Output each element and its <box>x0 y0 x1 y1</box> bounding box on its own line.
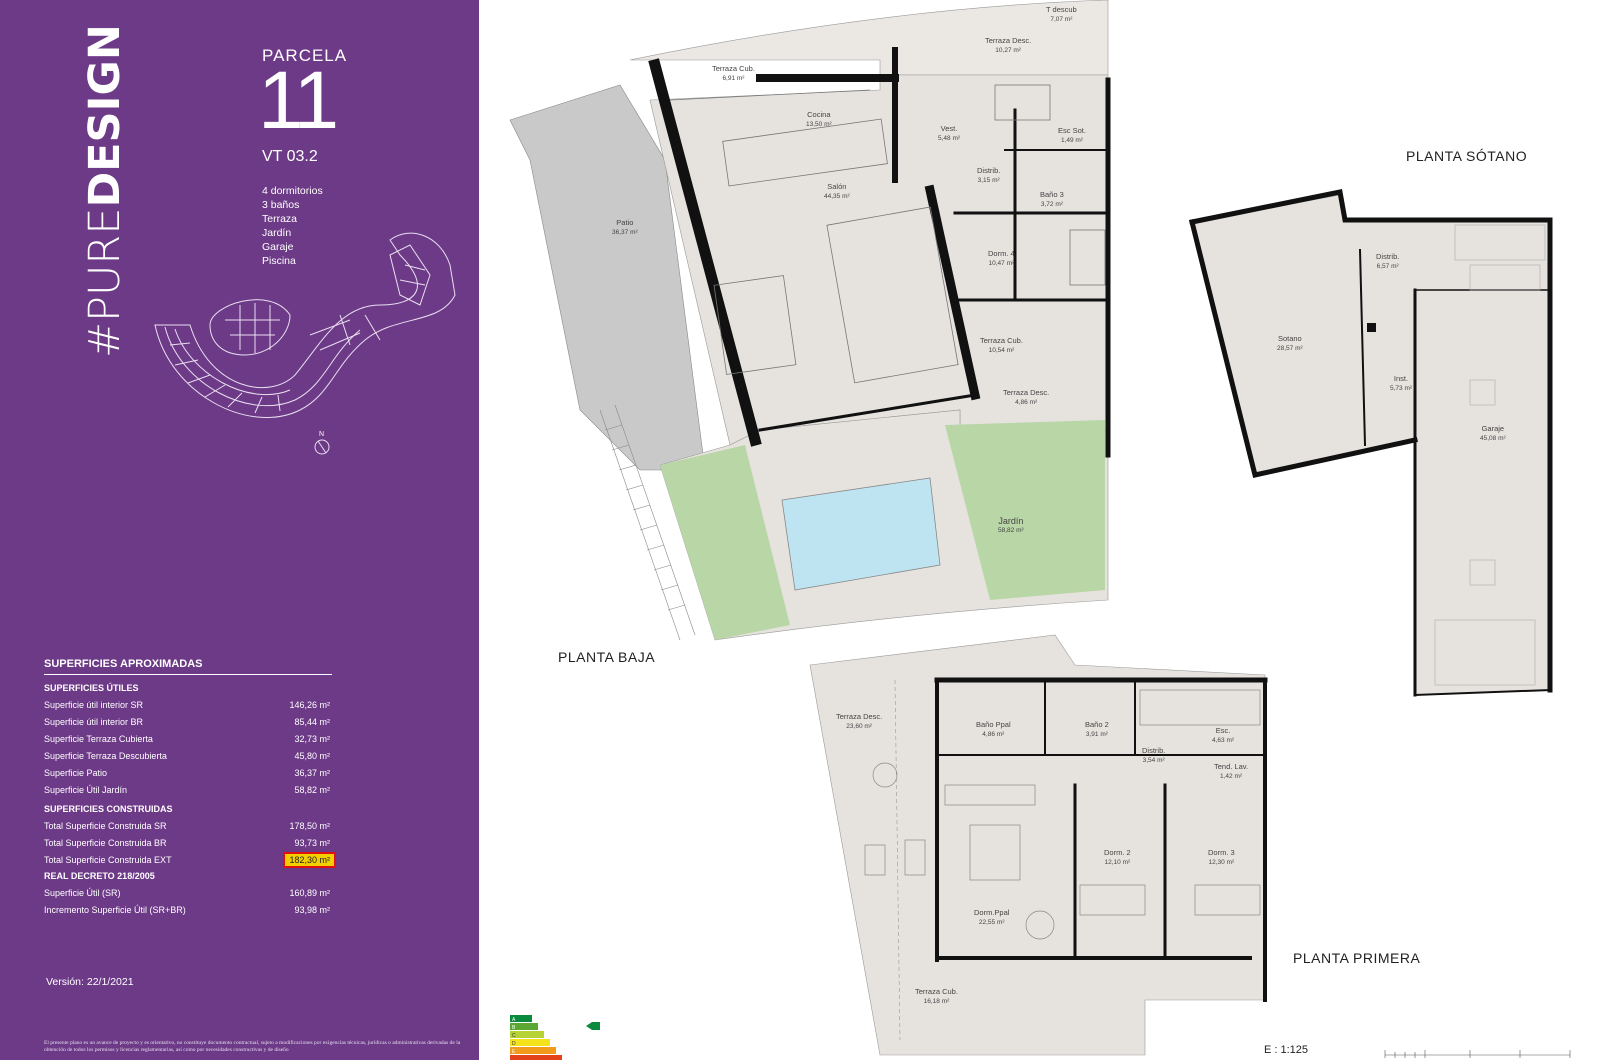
feature-item: Jardín <box>262 227 292 239</box>
plan-label-sotano: PLANTA SÓTANO <box>1406 148 1528 164</box>
room-label: Inst.5,73 m² <box>1390 374 1413 392</box>
plan-baja <box>509 0 1111 641</box>
room-label: Terraza Cub.6,91 m² <box>712 64 755 82</box>
scale-bar <box>1384 1050 1571 1058</box>
room-label: Terraza Desc.23,60 m² <box>836 712 883 730</box>
version-text: Versión: 22/1/2021 <box>46 976 134 988</box>
room-label: Distrib.3,54 m² <box>1142 746 1166 764</box>
info-panel: #PUREDESIGN PARCELA 11 VT 03.2 4 dormito… <box>0 0 479 1060</box>
room-label: Distrib.6,57 m² <box>1376 252 1400 270</box>
table-row: Incremento Superficie Útil (SR+BR)93,98 … <box>44 904 330 915</box>
unit-code: VT 03.2 <box>262 148 318 165</box>
section-heading: SUPERFICIES ÚTILES <box>44 683 139 693</box>
scale-label: E : 1:125 <box>1264 1044 1309 1056</box>
room-label: Vest.5,48 m² <box>938 124 961 142</box>
feature-item: 3 baños <box>262 199 300 211</box>
svg-text:B: B <box>512 1025 516 1031</box>
table-row: Superficie Útil (SR)160,89 m² <box>44 887 330 898</box>
feature-item: Garaje <box>262 241 294 253</box>
disclaimer: El presente plano es un avance de proyec… <box>44 1040 461 1053</box>
parcela-number: 11 <box>258 55 339 146</box>
feature-item: Piscina <box>262 255 296 267</box>
energy-rating-graphic: A B C D E <box>510 1015 600 1060</box>
compass-label: N <box>319 431 324 438</box>
section-heading: REAL DECRETO 218/2005 <box>44 871 155 881</box>
room-label: Terraza Desc.10,27 m² <box>985 36 1032 54</box>
highlighted-value: 182,30 m² <box>283 851 336 868</box>
svg-text:A: A <box>512 1017 516 1023</box>
surfaces-table: SUPERFICIES APROXIMADAS SUPERFICIES ÚTIL… <box>44 658 336 918</box>
plan-primera <box>809 634 1268 1056</box>
room-label: Terraza Desc.4,86 m² <box>1003 388 1050 406</box>
room-label: Terraza Cub.16,18 m² <box>915 987 958 1005</box>
room-label: Esc.4,63 m² <box>1212 726 1235 744</box>
floor-plans: A B C D E <box>509 0 1571 1060</box>
room-label: Distrib.3,15 m² <box>977 166 1001 184</box>
svg-text:C: C <box>512 1033 516 1039</box>
feature-item: Terraza <box>262 213 298 225</box>
table-title: SUPERFICIES APROXIMADAS <box>44 658 332 675</box>
room-label: Tend. Lav.1,42 m² <box>1214 762 1249 780</box>
svg-text:E: E <box>512 1049 516 1055</box>
plan-label-baja: PLANTA BAJA <box>558 649 656 665</box>
features-list: 4 dormitorios 3 baños Terraza Jardín Gar… <box>262 184 323 268</box>
room-label: Terraza Cub.10,54 m² <box>980 336 1023 354</box>
svg-text:D: D <box>512 1041 516 1047</box>
plan-sotano <box>1188 189 1553 697</box>
plan-label-primera: PLANTA PRIMERA <box>1293 950 1421 966</box>
parcela-label: PARCELA <box>262 46 348 65</box>
room-label: Esc Sot.1,49 m² <box>1058 126 1086 144</box>
section-heading: SUPERFICIES CONSTRUIDAS <box>44 804 173 814</box>
location-map: N <box>154 232 456 455</box>
brand-logo: #PUREDESIGN <box>80 24 130 358</box>
feature-item: 4 dormitorios <box>262 185 323 197</box>
